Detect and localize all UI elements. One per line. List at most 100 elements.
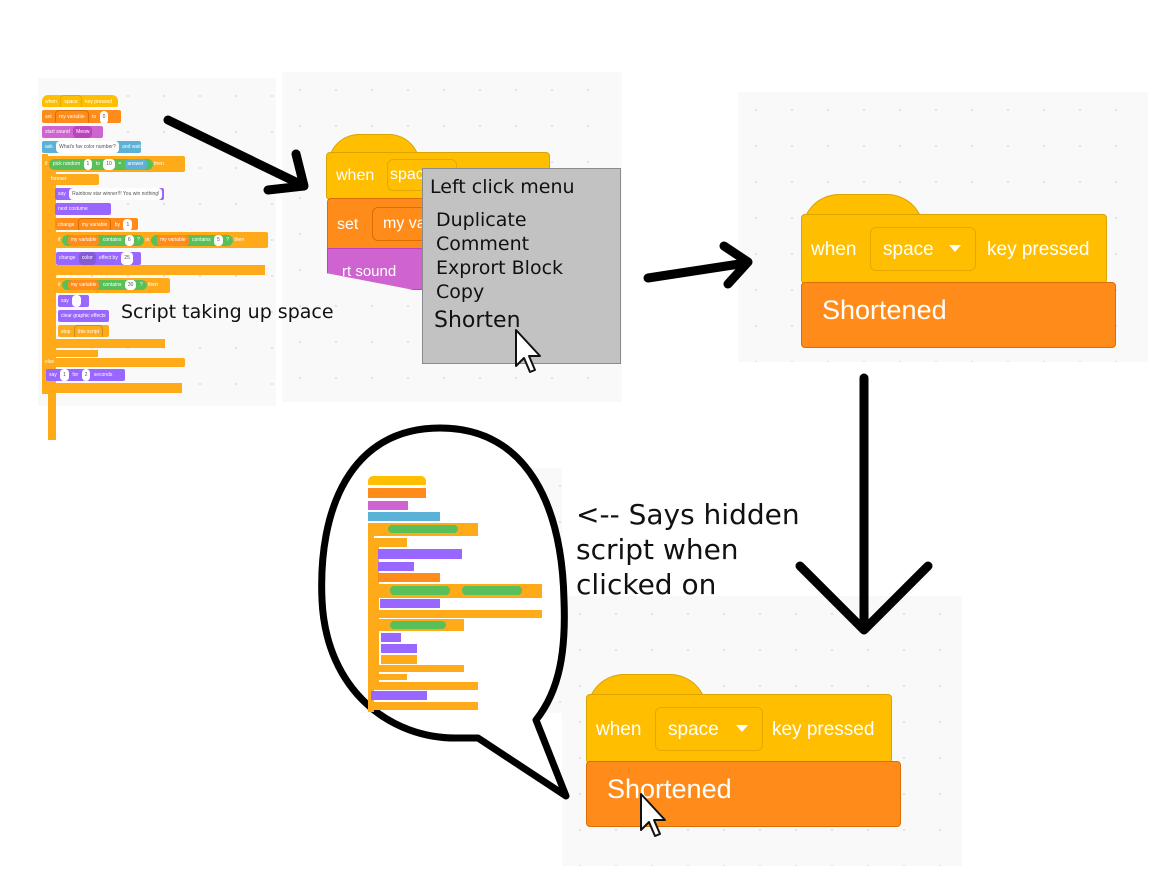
result-shortened-block[interactable]: Shortened (586, 761, 901, 827)
shortened-block[interactable]: Shortened (801, 282, 1116, 348)
mini-random-label: pick random (52, 161, 81, 167)
partial-when: when (336, 167, 375, 184)
mini-forever-block: forever (48, 174, 99, 185)
mini-if2-var2: my variable (157, 235, 189, 246)
mini-forever-end (48, 350, 98, 357)
result-shortened-label: Shortened (607, 774, 732, 804)
result-when: when (596, 719, 642, 740)
mini-ask-question: What's fav color number? (56, 141, 119, 153)
menu-title: Left click menu (430, 176, 575, 198)
mini-say3-for: for (72, 372, 79, 378)
mini-if3-end (55, 339, 165, 348)
mini-if2-q2: ? (226, 237, 229, 243)
mini-if1-end (42, 383, 182, 393)
shortened-hat-block: when space key pressed (801, 214, 1107, 284)
result-key-text: space (668, 719, 719, 740)
result-hat-block: when space key pressed (586, 694, 892, 764)
menu-item-shorten[interactable]: Shorten (434, 308, 521, 333)
mini-hat-block: when space key pressed (42, 95, 118, 107)
mini-effect-by: effect by (99, 255, 118, 261)
mini-then: then (154, 161, 164, 167)
mini-ask-label: ask (45, 144, 53, 150)
arrow-icon (163, 115, 309, 195)
mini-if2-or: or (145, 237, 150, 243)
mini-sound-label: start sound (45, 129, 70, 135)
mini-if2-var1: my variable (67, 235, 100, 246)
mini-set-to: to (92, 114, 97, 120)
menu-item-comment[interactable]: Comment (436, 233, 530, 255)
mini-effect-change: change (59, 255, 76, 261)
mini-set-label: set (45, 114, 52, 120)
partial-sound-label: rt sound (342, 263, 397, 280)
mini-if2-contains1: contains (102, 237, 122, 243)
mini-stop-block: stop this script (58, 325, 109, 337)
mini-set-block: set my variable to 0 (42, 110, 121, 123)
mini-else-block: else (42, 358, 185, 367)
mini-if2-val1: 6 (124, 235, 134, 246)
mini-say3-msg: 1 (60, 369, 69, 381)
mini-if3-contains: contains (102, 282, 122, 288)
left-click-menu: Left click menu Duplicate Comment Expror… (422, 168, 621, 364)
mini-stop-option: this script (73, 325, 103, 337)
mini-say2-label: say (61, 298, 69, 304)
hidden-script-note: <-- Says hidden script when clicked on (576, 498, 800, 601)
mini-if2-val2: 5 (214, 235, 223, 246)
mini-change-effect-block: change color effect by 25 (56, 252, 141, 265)
shortened-key-text: space (883, 239, 934, 260)
mini-random-max: 10 (103, 159, 115, 170)
shortened-key-pressed: key pressed (987, 239, 1090, 260)
mini-say-seconds-block: say 1 for 2 seconds (46, 369, 125, 381)
mini-clear-effects-block: clear graphic effects (58, 310, 109, 322)
mini-if-random-block: if pick random 1 to 10 = answer then (42, 156, 185, 172)
mini-clear-label: clear graphic effects (61, 313, 106, 319)
mini-if-contains-block: if my variable contains 6 ? or my variab… (55, 232, 268, 248)
mini-say-block: say Rainbow star winner!!! You win nothi… (55, 188, 164, 200)
mini-if2-end (55, 265, 265, 275)
menu-item-copy[interactable]: Copy (436, 281, 485, 303)
mini-sound-name: Meow (73, 126, 93, 138)
shortened-when: when (811, 239, 857, 260)
menu-item-export-block[interactable]: Exprort Block (436, 257, 564, 279)
mini-answer: answer (124, 159, 147, 170)
partial-key-text: spac (390, 166, 424, 183)
mini-set-var: my variable (55, 110, 89, 123)
mini-if3-q: ? (139, 282, 143, 288)
shortened-key-dropdown[interactable]: space (870, 227, 976, 271)
mini-say-label: say (58, 191, 66, 197)
mini-random-to: to (95, 161, 100, 167)
menu-item-duplicate[interactable]: Duplicate (436, 209, 527, 231)
mini-if3-block: if my variable contains 30 ? then (55, 278, 170, 293)
partial-set-block: set my va (327, 198, 434, 252)
arrow-icon (643, 241, 753, 289)
mini-change-var-block: change my variable by 1 (55, 218, 138, 230)
mini-if2-label: if (58, 237, 61, 243)
arrow-icon (795, 373, 933, 635)
mini-hat-suffix: key pressed (85, 99, 113, 105)
mini-sound-block: start sound Meow (42, 126, 103, 138)
mini-if2-contains2: contains (192, 237, 211, 243)
mini-if2-then: then (234, 237, 245, 243)
mini-script-top (42, 90, 188, 440)
mini-if3-var: my variable (67, 280, 100, 290)
mini-effect-value: 25 (121, 252, 133, 265)
result-key-dropdown[interactable]: space (655, 707, 763, 751)
shortened-label: Shortened (822, 295, 947, 325)
mini-ask-block: ask What's fav color number? and wait (42, 141, 141, 153)
mini-hat-key: space (60, 95, 82, 107)
mini-effect-name: color (78, 252, 96, 265)
mini-if3-then: then (148, 282, 158, 288)
mini-if3-val: 30 (124, 280, 137, 290)
mini-say3-label: say (49, 372, 57, 378)
mini-say-text: Rainbow star winner!!! You win nothing! (69, 188, 163, 200)
mini-say3-seconds: seconds (93, 372, 113, 378)
chevron-down-icon (949, 245, 961, 252)
mini-stop-label: stop (61, 329, 71, 335)
bubble-mini-script (368, 476, 544, 712)
mini-next-costume-block: next costume (55, 203, 111, 215)
mini-change-label: change (58, 222, 75, 228)
cursor-icon (515, 329, 541, 373)
partial-var-text: my va (383, 215, 426, 232)
mini-equals: = (118, 161, 122, 167)
mini-say2-block: say (58, 295, 89, 307)
mini-change-by: by (114, 222, 121, 228)
